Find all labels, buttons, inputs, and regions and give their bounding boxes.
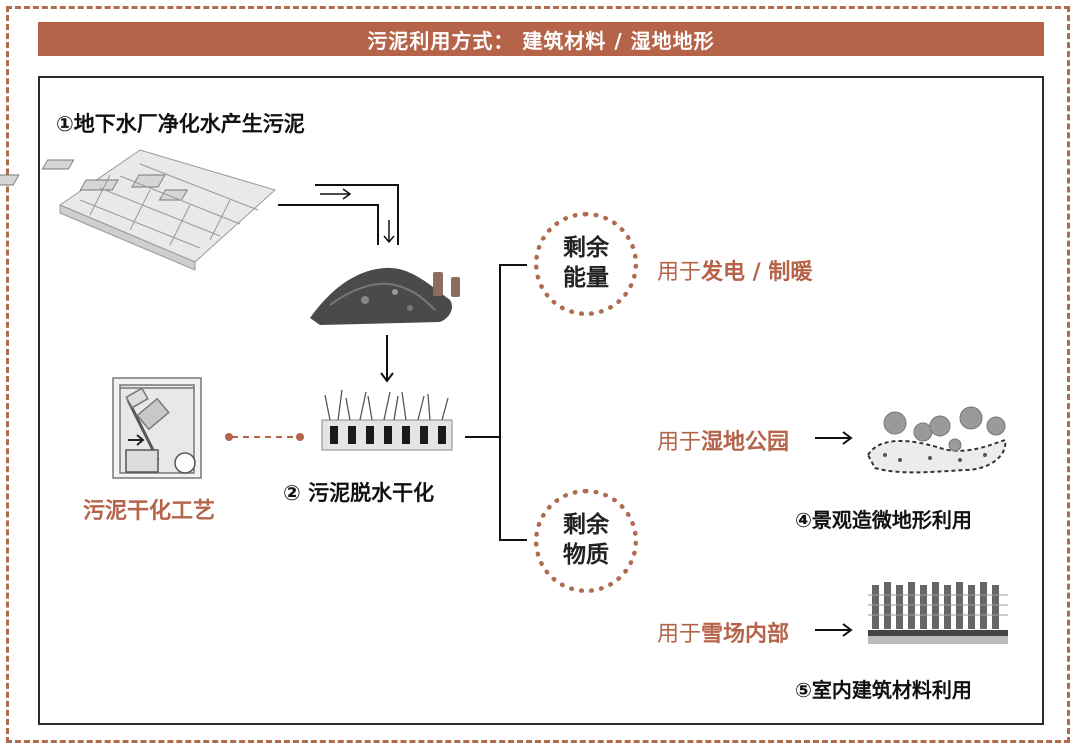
drying-machine-illustration	[112, 377, 202, 479]
sludge-pile-illustration	[310, 267, 460, 325]
matter-circle: 剩余 物质	[534, 489, 638, 593]
sludge-to-dewater-arrow	[380, 335, 394, 383]
wetland-illustration	[866, 406, 1007, 474]
matter-circle-line1: 剩余	[563, 512, 609, 539]
snow-use-highlight: 雪场内部	[701, 622, 790, 647]
wetland-arrow	[815, 431, 853, 445]
water-plant-illustration	[0, 149, 276, 271]
process-label: 污泥干化工艺	[83, 499, 216, 524]
energy-circle: 剩余 能量	[534, 212, 638, 316]
process-dashed-connector	[225, 433, 304, 441]
energy-use: 用于发电 / 制暖	[657, 254, 812, 286]
snow-use-prefix: 用于	[657, 622, 702, 647]
title-text: 污泥利用方式： 建筑材料 / 湿地地形	[367, 28, 715, 53]
page-title: 污泥利用方式： 建筑材料 / 湿地地形	[38, 22, 1044, 56]
step2-label: ② 污泥脱水干化	[283, 481, 435, 505]
outer-dashed-border	[6, 6, 1070, 743]
snow-use: 用于雪场内部	[657, 616, 789, 648]
step1-label: ①地下水厂净化水产生污泥	[56, 112, 305, 136]
small-arrows	[320, 188, 395, 244]
wetland-use-prefix: 用于	[657, 430, 702, 455]
energy-circle-line1: 剩余	[563, 235, 609, 262]
energy-circle-line2: 能量	[563, 265, 609, 291]
step5-label: ⑤室内建筑材料利用	[795, 678, 972, 702]
snow-arrow	[815, 623, 853, 637]
building-material-illustration	[868, 582, 1008, 644]
dewatering-bed-illustration	[321, 389, 453, 451]
diagram-frame	[38, 76, 1044, 725]
wetland-use: 用于湿地公园	[657, 424, 789, 456]
energy-use-prefix: 用于	[657, 260, 702, 285]
split-bracket	[465, 264, 527, 541]
wetland-use-highlight: 湿地公园	[701, 430, 790, 455]
step4-label: ④景观造微地形利用	[795, 508, 972, 532]
matter-circle-line2: 物质	[563, 542, 609, 568]
energy-use-highlight: 发电 / 制暖	[701, 260, 813, 285]
